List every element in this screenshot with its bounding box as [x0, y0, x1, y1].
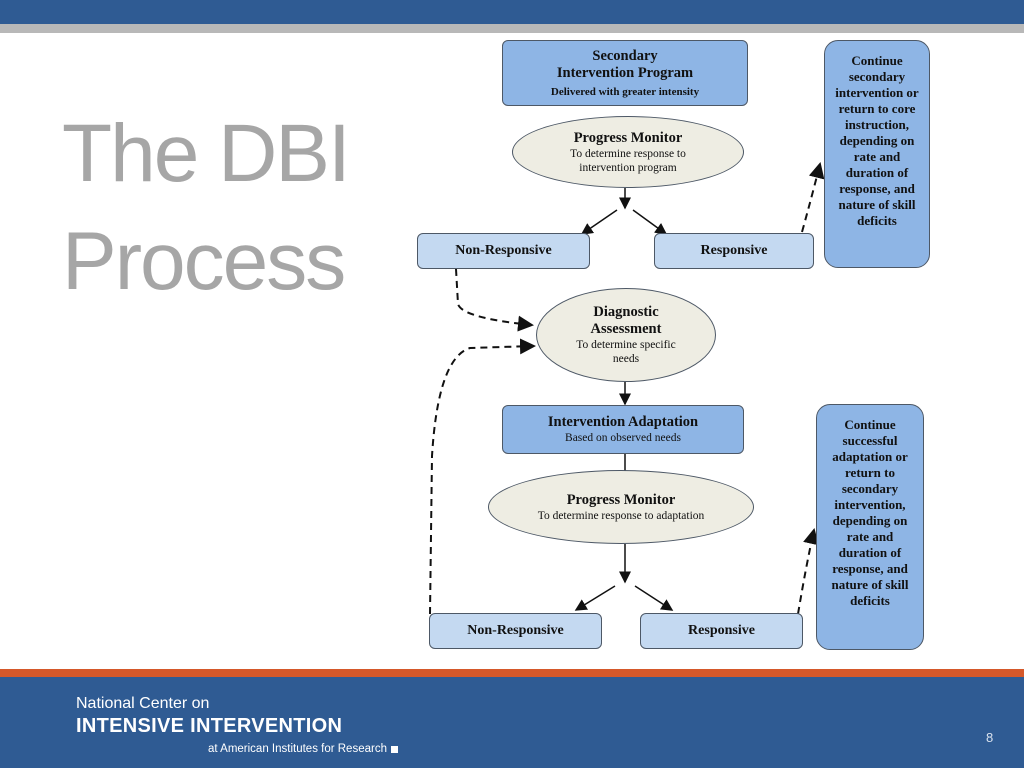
progress-monitor-1-title: Progress Monitor	[573, 129, 683, 146]
dbi-process-diagram: Secondary Intervention Program Delivered…	[410, 36, 942, 656]
footer-bar	[0, 677, 1024, 768]
continue-adaptation-box: Continue successful adaptation or return…	[816, 404, 924, 650]
logo-square-icon	[390, 745, 398, 753]
slide-title: The DBI Process	[62, 100, 351, 316]
top-gray-rule	[0, 24, 1024, 33]
nci-logo: National Center on INTENSIVE INTERVENTIO…	[76, 694, 398, 756]
logo-line1: National Center on	[76, 695, 210, 712]
progress-monitor-1-subtitle: To determine response to intervention pr…	[570, 147, 686, 174]
responsive-1-box: Responsive	[654, 233, 814, 269]
page-number: 8	[986, 730, 994, 745]
dashed-arrow-to-continue-1	[801, 162, 825, 233]
responsive-1-label: Responsive	[700, 243, 768, 258]
dashed-arrow-to-continue-2	[797, 528, 819, 615]
diagram-connectors	[429, 162, 825, 615]
logo-line3: at American Institutes for Research	[208, 742, 398, 756]
arrow-to-non-responsive-2	[574, 585, 616, 611]
intervention-adaptation-subtitle: Based on observed needs	[565, 432, 681, 444]
slide-title-line2: Process	[62, 216, 346, 307]
progress-monitor-2-subtitle: To determine response to adaptation	[537, 509, 705, 522]
arrow-to-non-responsive-1	[580, 209, 618, 235]
logo-line2: INTENSIVE INTERVENTION	[76, 715, 343, 737]
diagnostic-assessment-title: Diagnostic Assessment	[590, 304, 662, 337]
secondary-intervention-program-box: Secondary Intervention Program Delivered…	[502, 40, 748, 106]
top-header-bar	[0, 0, 1024, 24]
continue-secondary-box: Continue secondary intervention or retur…	[824, 40, 930, 268]
slide-title-line1: The DBI	[62, 108, 351, 199]
diagnostic-assessment-oval: Diagnostic Assessment To determine speci…	[536, 288, 716, 382]
continue-adaptation-text: Continue successful adaptation or return…	[831, 417, 909, 608]
non-responsive-2-label: Non-Responsive	[467, 623, 564, 638]
intervention-adaptation-box: Intervention Adaptation Based on observe…	[502, 405, 744, 454]
responsive-2-box: Responsive	[640, 613, 803, 649]
secondary-program-title: Secondary Intervention Program	[556, 47, 694, 81]
non-responsive-2-box: Non-Responsive	[429, 613, 602, 649]
intervention-adaptation-title: Intervention Adaptation	[547, 414, 699, 430]
progress-monitor-1-oval: Progress Monitor To determine response t…	[512, 116, 744, 188]
logo-line3-text: at American Institutes for Research	[208, 743, 387, 755]
continue-secondary-text: Continue secondary intervention or retur…	[835, 53, 919, 228]
dashed-arrow-to-diagnostic-2	[429, 338, 536, 615]
arrow-to-responsive-2	[634, 585, 674, 611]
progress-monitor-2-title: Progress Monitor	[566, 491, 676, 508]
footer-orange-rule	[0, 669, 1024, 677]
secondary-program-subtitle: Delivered with greater intensity	[550, 85, 700, 98]
arrow-to-responsive-1	[632, 209, 668, 235]
non-responsive-1-box: Non-Responsive	[417, 233, 590, 269]
diagnostic-assessment-subtitle: To determine specific needs	[576, 339, 676, 365]
dashed-arrow-to-diagnostic-1	[455, 268, 534, 332]
non-responsive-1-label: Non-Responsive	[455, 243, 552, 258]
progress-monitor-2-oval: Progress Monitor To determine response t…	[488, 470, 754, 544]
responsive-2-label: Responsive	[688, 623, 755, 638]
